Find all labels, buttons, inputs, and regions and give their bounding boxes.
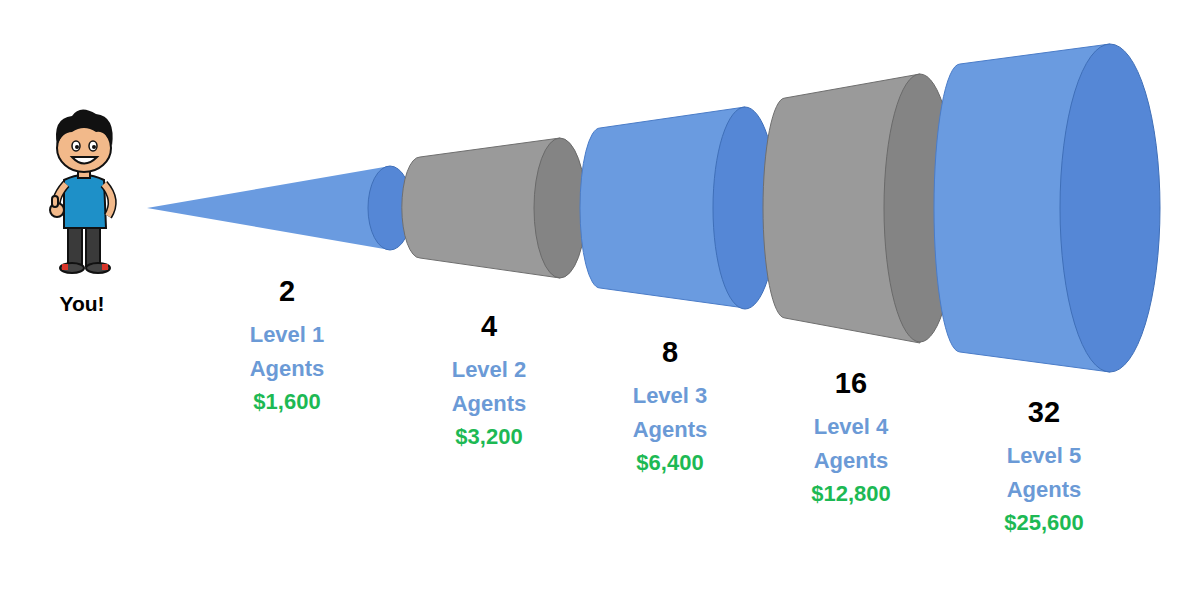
level-label: Level 3 Agents	[624, 379, 716, 447]
level-label: Level 5 Agents	[998, 439, 1090, 507]
earnings-amount: $25,600	[974, 506, 1114, 540]
gray-face	[534, 138, 586, 278]
agent-count: 32	[984, 395, 1104, 429]
cartoon-person	[50, 109, 113, 273]
agent-count: 16	[791, 366, 911, 400]
level-label: Level 1 Agents	[241, 318, 333, 386]
blue-face	[1060, 44, 1160, 372]
earnings-amount: $1,600	[217, 385, 357, 419]
cone-segment	[147, 166, 390, 250]
level-label: Level 4 Agents	[805, 410, 897, 478]
earnings-amount: $12,800	[781, 477, 921, 511]
earnings-amount: $6,400	[600, 446, 740, 480]
agent-count: 8	[610, 335, 730, 369]
earnings-amount: $3,200	[419, 420, 559, 454]
agent-count: 2	[227, 274, 347, 308]
person-label: You!	[32, 290, 132, 318]
level-label: Level 2 Agents	[443, 353, 535, 421]
agent-count: 4	[429, 309, 549, 343]
